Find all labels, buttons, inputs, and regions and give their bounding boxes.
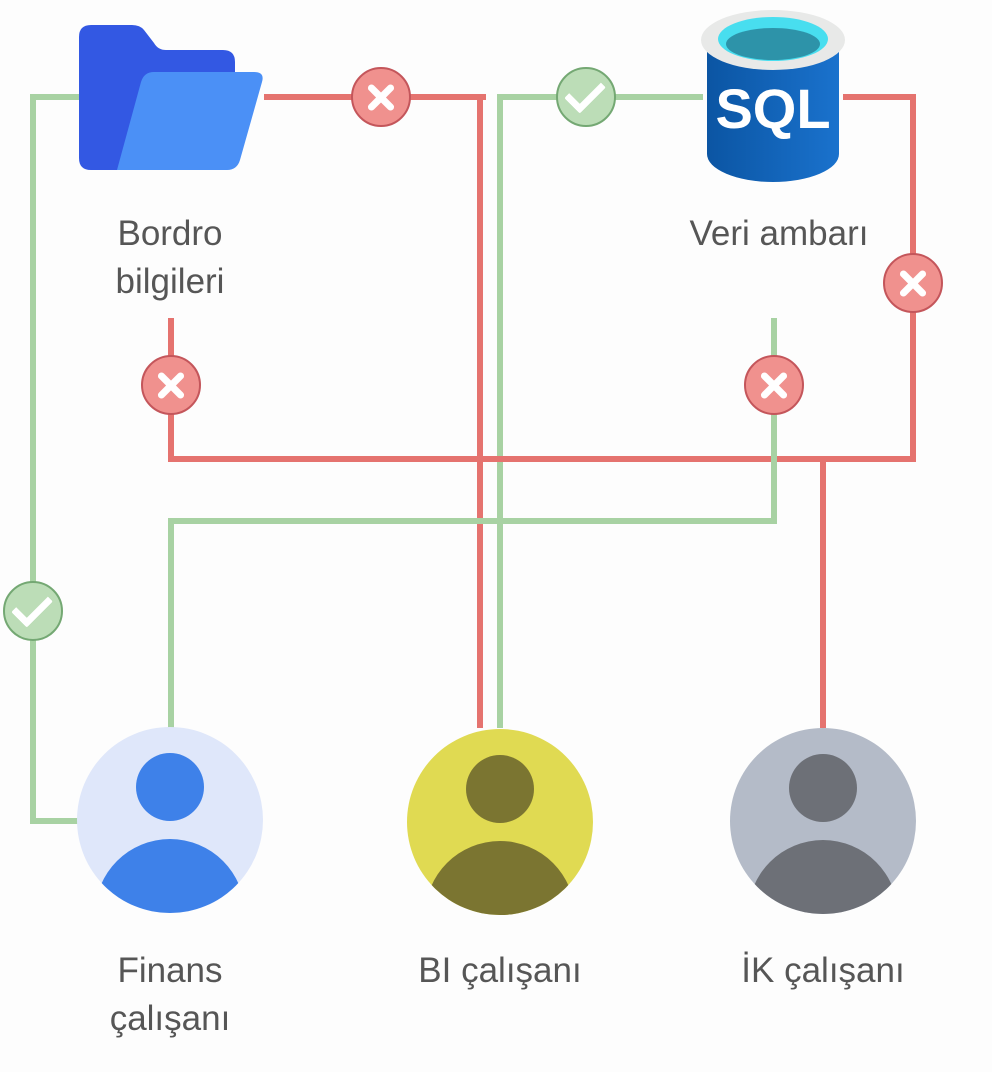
folder-icon — [60, 0, 292, 190]
cross-icon — [756, 367, 792, 403]
warehouse-label: Veri ambarı — [689, 214, 869, 253]
edge-warehouse-finance-vertical-left — [168, 518, 174, 728]
sql-text: SQL — [715, 77, 830, 140]
allowed-badge-warehouse-bi — [556, 67, 616, 127]
avatar-head — [136, 753, 204, 821]
check-icon — [10, 585, 53, 628]
edge-warehouse-bi-vertical — [497, 94, 503, 728]
edge-payroll-finance-top — [30, 94, 82, 100]
denied-badge-payroll-hr — [141, 355, 201, 415]
edge-warehouse-hr-top — [843, 94, 916, 100]
edge-denied-bus-horizontal — [168, 456, 916, 462]
avatar-head — [789, 754, 857, 822]
denied-badge-warehouse-hr — [883, 253, 943, 313]
bi-label: BI çalışanı — [418, 951, 582, 990]
finance-label: Finans çalışanı — [109, 951, 231, 1038]
cross-icon — [153, 367, 189, 403]
edge-warehouse-finance-horizontal — [168, 518, 777, 524]
denied-badge-payroll-bi — [351, 67, 411, 127]
edge-payroll-finance-vertical — [30, 94, 36, 824]
edge-payroll-bi-vertical — [477, 94, 483, 728]
edge-warehouse-finance-vertical-right — [771, 318, 777, 524]
avatar-shoulders — [95, 839, 245, 913]
hr-label: İK çalışanı — [741, 951, 905, 990]
edge-payroll-finance-bottom — [30, 818, 80, 824]
payroll-label: Bordro bilgileri — [115, 214, 225, 301]
avatar-head — [466, 755, 534, 823]
allowed-badge-payroll-finance — [3, 581, 63, 641]
avatar-shoulders — [748, 840, 898, 914]
cross-icon — [895, 265, 931, 301]
finance-avatar — [77, 727, 263, 913]
hr-avatar — [730, 728, 916, 914]
cross-icon — [363, 79, 399, 115]
denied-badge-warehouse-finance — [744, 355, 804, 415]
check-icon — [563, 71, 606, 114]
sql-database-icon: SQL — [692, 2, 854, 194]
bi-avatar — [407, 729, 593, 915]
avatar-shoulders — [425, 841, 575, 915]
edge-bus-to-hr-vertical — [820, 456, 826, 728]
